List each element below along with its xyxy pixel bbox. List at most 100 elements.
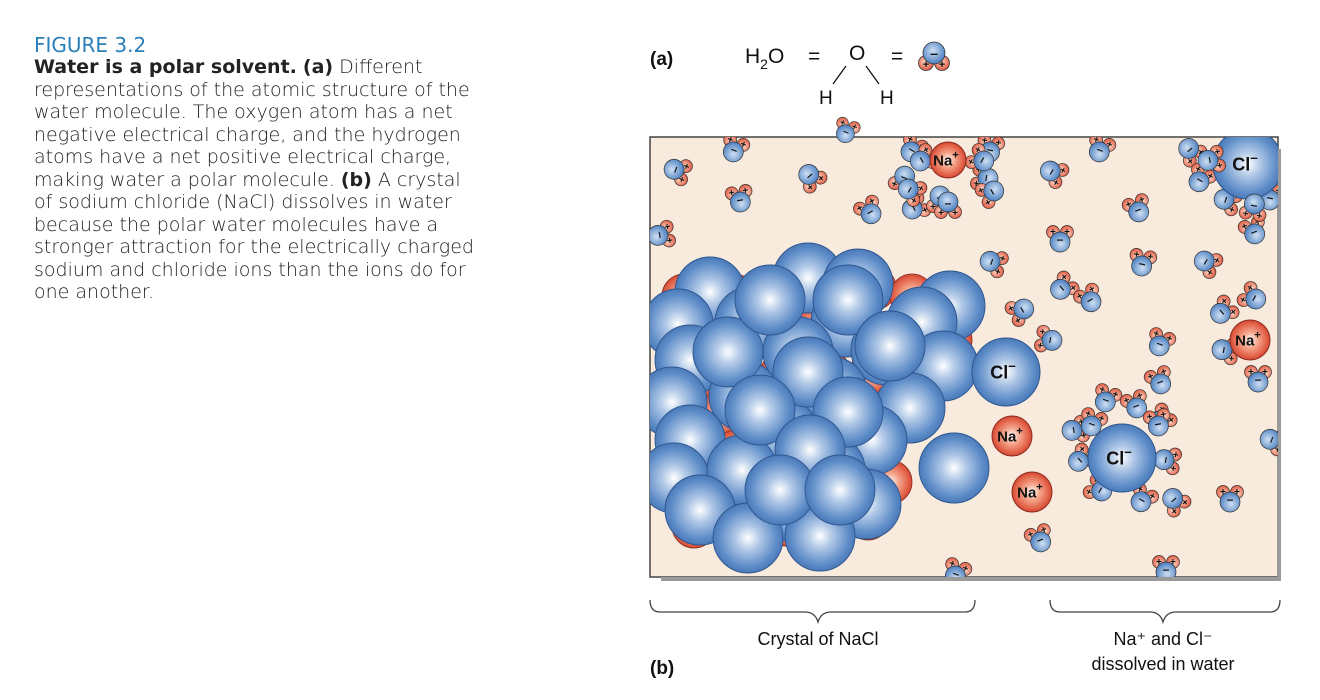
oxygen-atom [1155,561,1177,577]
minus-sign: – [1086,417,1097,433]
plus-sign: + [974,185,987,196]
plus-sign: + [1111,387,1120,399]
plus-sign: + [1159,408,1167,420]
oxygen-atom [983,180,1005,202]
plus-sign: + [923,59,929,71]
minus-sign: – [983,256,999,267]
plus-sign: + [816,173,828,185]
label-crystal-of-nacl: Crystal of NaCl [757,629,878,649]
oxygen-atom [1162,488,1184,509]
minus-sign: – [1043,336,1058,345]
plus-sign: + [1212,255,1225,266]
water-molecule: –++ [1216,485,1244,513]
caption-part-b-text: A crystal of sodium chloride (NaCl) diss… [34,168,474,304]
ion-label: Cl– [1232,150,1258,174]
plus-sign: + [916,183,929,194]
water-molecule: –++ [1193,250,1225,279]
oxygen-atom [1088,141,1110,163]
plus-sign: + [1058,165,1071,176]
chloride-ion-lattice [918,432,990,504]
plus-sign: + [1248,365,1254,376]
plus-sign: + [1239,219,1248,231]
sodium-ion: Na+ [991,415,1033,457]
oxygen-atom [1244,223,1266,245]
oxygen-atom [1013,298,1035,320]
minus-sign: – [735,194,744,209]
water-molecule: –++ [944,556,973,577]
oxygen-atom [1211,339,1233,361]
oxygen-atom [1245,288,1267,310]
dissolved-ions: Na+Cl–Na+Na+Cl–Cl–Na+–++–++ [929,137,1278,513]
oxygen-atom [1247,371,1269,393]
plus-sign: + [662,222,674,230]
oxygen-atom [897,178,919,200]
minus-sign: – [1155,375,1166,391]
minus-sign: – [1133,203,1144,219]
plus-sign: + [1147,250,1155,262]
plus-sign: + [1077,443,1089,455]
caption-part-b-label: (b) [340,168,372,191]
plus-sign: + [805,182,817,194]
plus-sign: + [961,561,970,573]
oxygen-atom [1050,278,1071,300]
plus-sign: + [1050,225,1056,236]
water-molecule: –++ [1143,365,1172,395]
oxygen-atom [979,250,1001,272]
plus-sign: + [1039,523,1048,535]
water-molecule: –++ [1152,555,1180,577]
chloride-ion-lattice [724,374,796,446]
plus-sign: + [971,144,984,155]
plus-sign: + [1133,247,1141,259]
plus-sign: + [1169,506,1181,518]
bond-left [832,65,847,85]
oxygen-atom [798,164,820,185]
plus-sign: + [948,556,957,568]
water-molecule: –++ [1073,282,1102,313]
plus-sign: + [1082,486,1095,497]
water-molecule: –++ [974,180,1005,209]
water-molecule: –++ [853,194,882,225]
minus-sign: – [1263,434,1279,445]
label-ions-dissolved-line2: dissolved in water [1091,654,1234,674]
plus-sign: + [1145,410,1153,422]
ion-sphere [1229,319,1271,361]
plus-sign: + [997,254,1009,263]
water-molecule: –++ [934,191,962,219]
water-molecule: –++ [1046,225,1074,253]
plus-sign: + [726,132,735,144]
oxygen-atom [1188,171,1210,193]
plus-sign: + [981,133,989,145]
nacl-crystal-lattice [650,242,990,574]
minus-sign: – [651,230,666,239]
water-molecule: –++ [1119,389,1148,419]
plus-sign: + [1086,282,1097,295]
plus-sign: + [964,156,977,167]
oxygen-atom [1131,255,1153,277]
water-molecule: –++ [724,184,753,213]
oxygen-atom [1080,291,1102,313]
plus-sign: + [1011,316,1024,327]
chloride-ion: Cl– [1212,137,1278,200]
chloride-ion: Cl– [971,337,1041,407]
minus-sign: – [1154,337,1165,353]
water-molecule: –++ [1188,162,1217,193]
oxygen-atom [663,158,685,180]
plus-sign: + [1243,282,1256,293]
plus-sign: + [905,132,916,145]
ion-label: Na+ [1017,482,1043,502]
plus-sign: + [1275,184,1283,196]
water-molecules-overflow: –++ [836,116,861,144]
plus-sign: + [890,178,899,190]
plus-sign: + [1212,147,1224,155]
plus-sign: + [1234,485,1240,496]
oxygen-atom [860,203,882,225]
water-molecule: –++ [1121,193,1150,223]
sodium-ion: Na+ [1229,319,1271,361]
oxygen-atom [1094,391,1116,413]
water-molecule: –++ [1130,482,1159,513]
plus-sign: + [1205,169,1216,182]
oxygen-atom [836,124,855,144]
minus-sign: – [985,143,994,158]
plus-sign: + [919,204,932,215]
oxygen-atom [650,224,669,246]
